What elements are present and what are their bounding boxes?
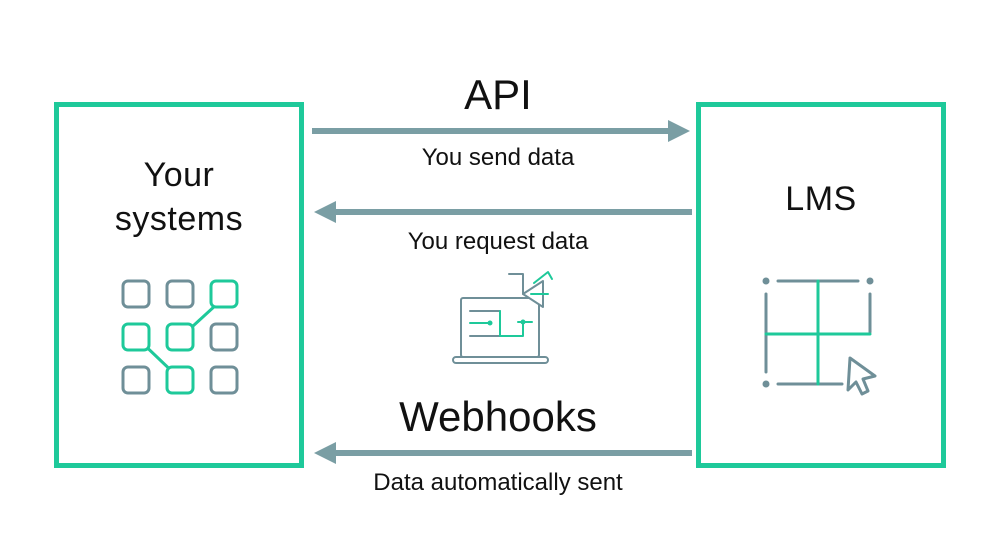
- webhooks-label: Webhooks: [399, 393, 597, 440]
- send-data-label: You send data: [421, 144, 575, 171]
- request-data-label: You request data: [407, 228, 589, 255]
- your-systems-title-line2: systems: [114, 200, 244, 239]
- your-systems-title: Your systems: [59, 153, 299, 241]
- your-systems-box: Your systems: [54, 102, 304, 468]
- request-data-arrow-line: [336, 209, 692, 215]
- webhook-data-arrow: [314, 442, 692, 464]
- request-data-arrow: [314, 201, 692, 223]
- webhook-data-arrowhead: [314, 442, 336, 464]
- systems-grid-icon: [121, 279, 239, 395]
- send-data-arrowhead: [668, 120, 690, 142]
- laptop-workflow-icon: [452, 271, 553, 364]
- api-label: API: [464, 71, 532, 118]
- webhook-data-arrow-line: [336, 450, 692, 456]
- lms-title: LMS: [785, 180, 857, 218]
- lms-box: LMS: [696, 102, 946, 468]
- your-systems-title-line1: Your: [143, 156, 215, 194]
- send-data-arrow-line: [312, 128, 668, 134]
- lms-grid-cursor-icon: [762, 277, 877, 396]
- request-data-arrowhead: [314, 201, 336, 223]
- data-automatically-sent-label: Data automatically sent: [373, 469, 623, 496]
- send-data-arrow: [312, 120, 690, 142]
